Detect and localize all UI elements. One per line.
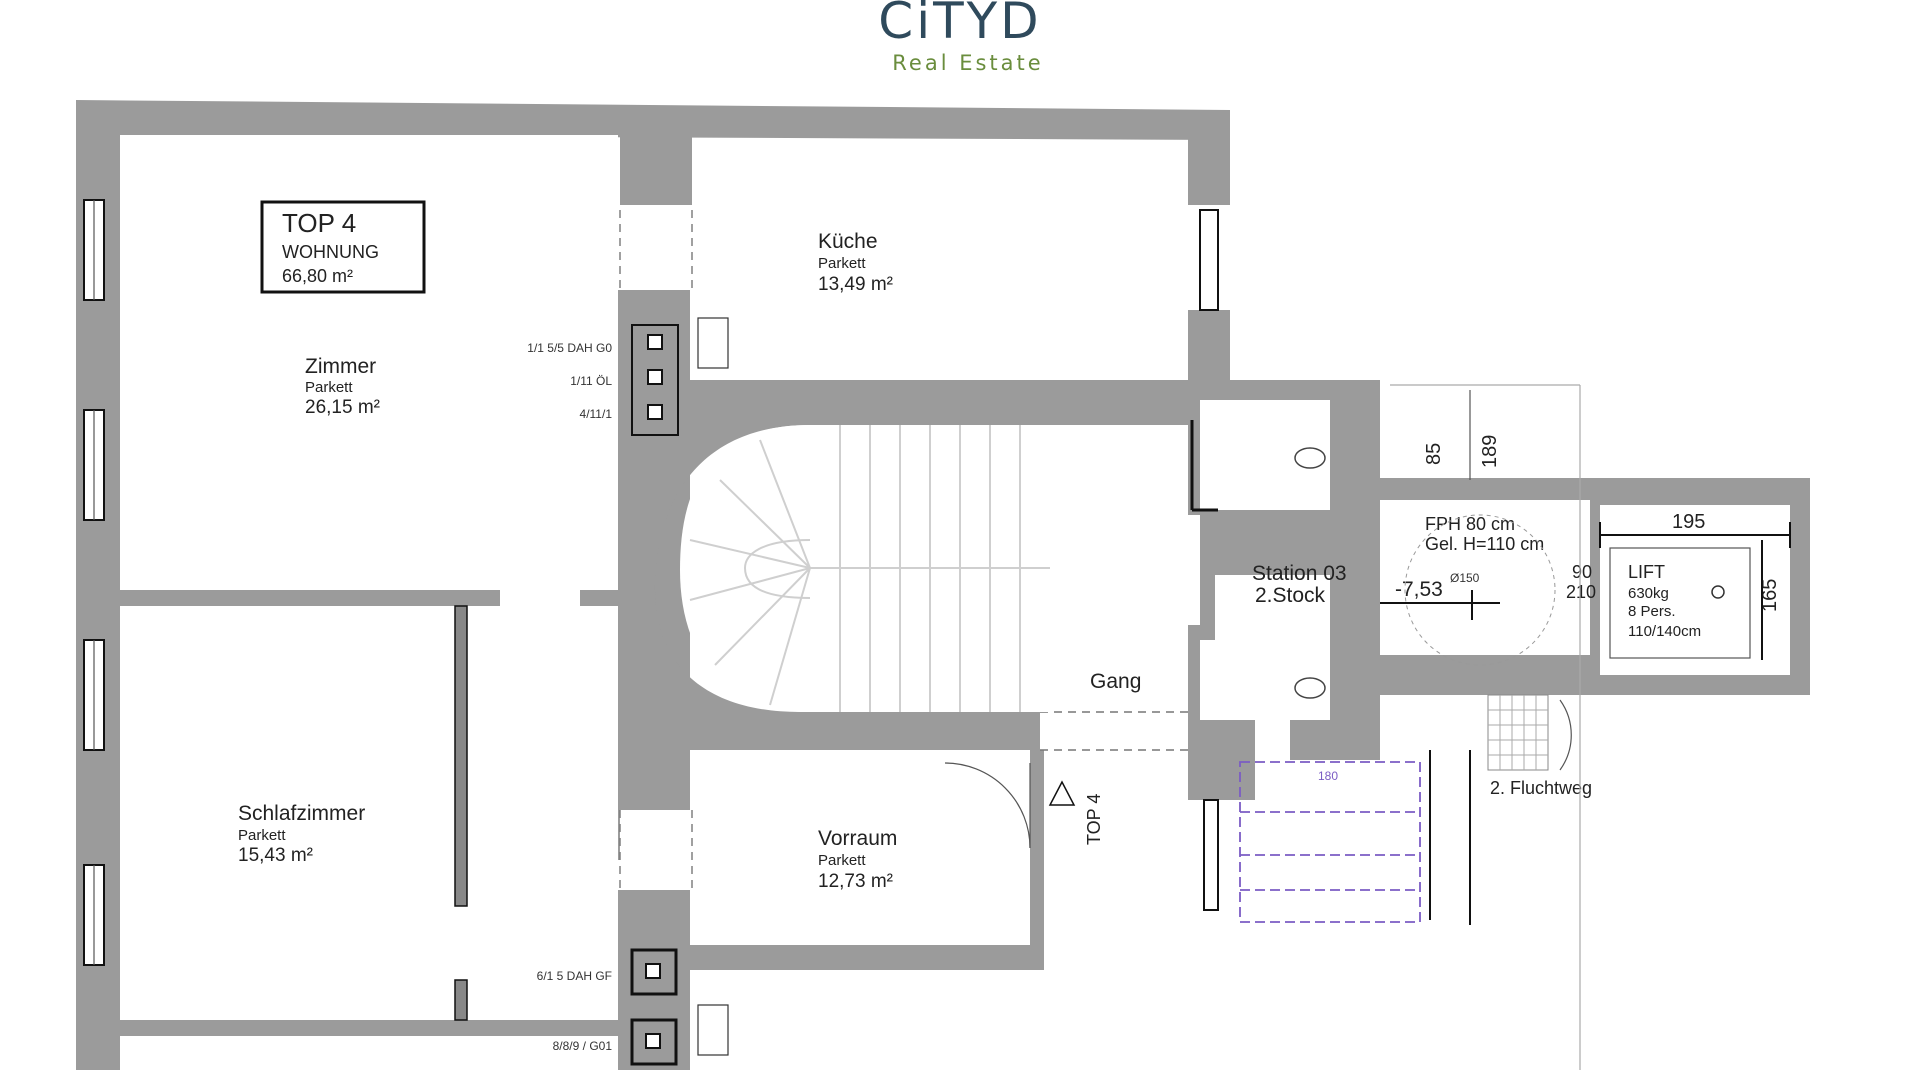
shaft-label-5: 8/8/9 / G01: [553, 1039, 613, 1053]
dim-195: 195: [1672, 511, 1705, 533]
toilets: [1190, 420, 1326, 699]
room-vorraum: Vorraum Parkett 12,73 m²: [818, 827, 897, 892]
entrance-marker: TOP 4: [1048, 780, 1104, 845]
room-area: 13,49 m²: [818, 274, 893, 295]
shaft-label-1: 1/1 5/5 DAH G0: [527, 341, 612, 355]
room-name: Zimmer: [305, 355, 376, 378]
entrance-label: TOP 4: [1084, 794, 1104, 845]
room-kueche: Küche Parkett 13,49 m²: [818, 230, 893, 295]
room-floor: Parkett: [818, 852, 866, 869]
lift-load: 630kg: [1628, 585, 1669, 602]
room-name: Küche: [818, 230, 878, 253]
unit-title: TOP 4: [282, 208, 356, 238]
room-name: Schlafzimmer: [238, 802, 365, 825]
room-floor: Parkett: [305, 379, 353, 396]
shaft-label-4: 6/1 5 DAH GF: [537, 969, 612, 983]
station-label: Station 03: [1252, 562, 1347, 585]
dim-189: 189: [1479, 435, 1501, 468]
room-name: Vorraum: [818, 827, 897, 850]
staircase: [680, 425, 1050, 712]
room-area: 15,43 m²: [238, 845, 313, 866]
turn-circle-label: Ø150: [1450, 571, 1480, 585]
shaft-label-3: 4/11/1: [580, 407, 613, 421]
shafts: [630, 317, 729, 1066]
fph-label: FPH 80 cm: [1425, 514, 1515, 534]
gang-label: Gang: [1090, 670, 1141, 693]
level-label: -7,53: [1395, 578, 1443, 601]
unit-label-box: TOP 4 WOHNUNG 66,80 m²: [260, 200, 426, 294]
escape-grid: [1487, 694, 1572, 771]
lift-size: 110/140cm: [1628, 623, 1701, 640]
shaft-label-2: 1/11 ÖL: [570, 374, 612, 388]
fire-escape: 180: [1239, 750, 1471, 925]
room-area: 26,15 m²: [305, 397, 380, 418]
fire-escape-dim: 180: [1318, 769, 1338, 783]
dim-90: 90: [1572, 562, 1592, 582]
room-schlafzimmer: Schlafzimmer Parkett 15,43 m²: [238, 802, 365, 866]
lift-persons: 8 Pers.: [1628, 603, 1676, 620]
unit-type: WOHNUNG: [282, 242, 379, 262]
dim-165: 165: [1759, 579, 1781, 612]
company-logo: CiTYD Real Estate: [878, 0, 1043, 75]
lift-title: LIFT: [1628, 562, 1665, 582]
unit-area: 66,80 m²: [282, 266, 353, 286]
fluchtweg-label: 2. Fluchtweg: [1490, 778, 1592, 798]
room-zimmer: Zimmer Parkett 26,15 m²: [305, 355, 380, 418]
lift: LIFT 630kg 8 Pers. 110/140cm: [1609, 547, 1751, 659]
station-floor: 2.Stock: [1255, 584, 1326, 607]
windows: [83, 199, 1219, 966]
room-floor: Parkett: [818, 255, 866, 272]
dim-210: 210: [1566, 582, 1596, 602]
room-floor: Parkett: [238, 827, 286, 844]
fph-height: Gel. H=110 cm: [1425, 534, 1544, 554]
room-area: 12,73 m²: [818, 871, 893, 892]
logo-tagline: Real Estate: [892, 51, 1043, 75]
logo-name: CiTYD: [878, 0, 1041, 50]
dim-85: 85: [1423, 443, 1445, 465]
